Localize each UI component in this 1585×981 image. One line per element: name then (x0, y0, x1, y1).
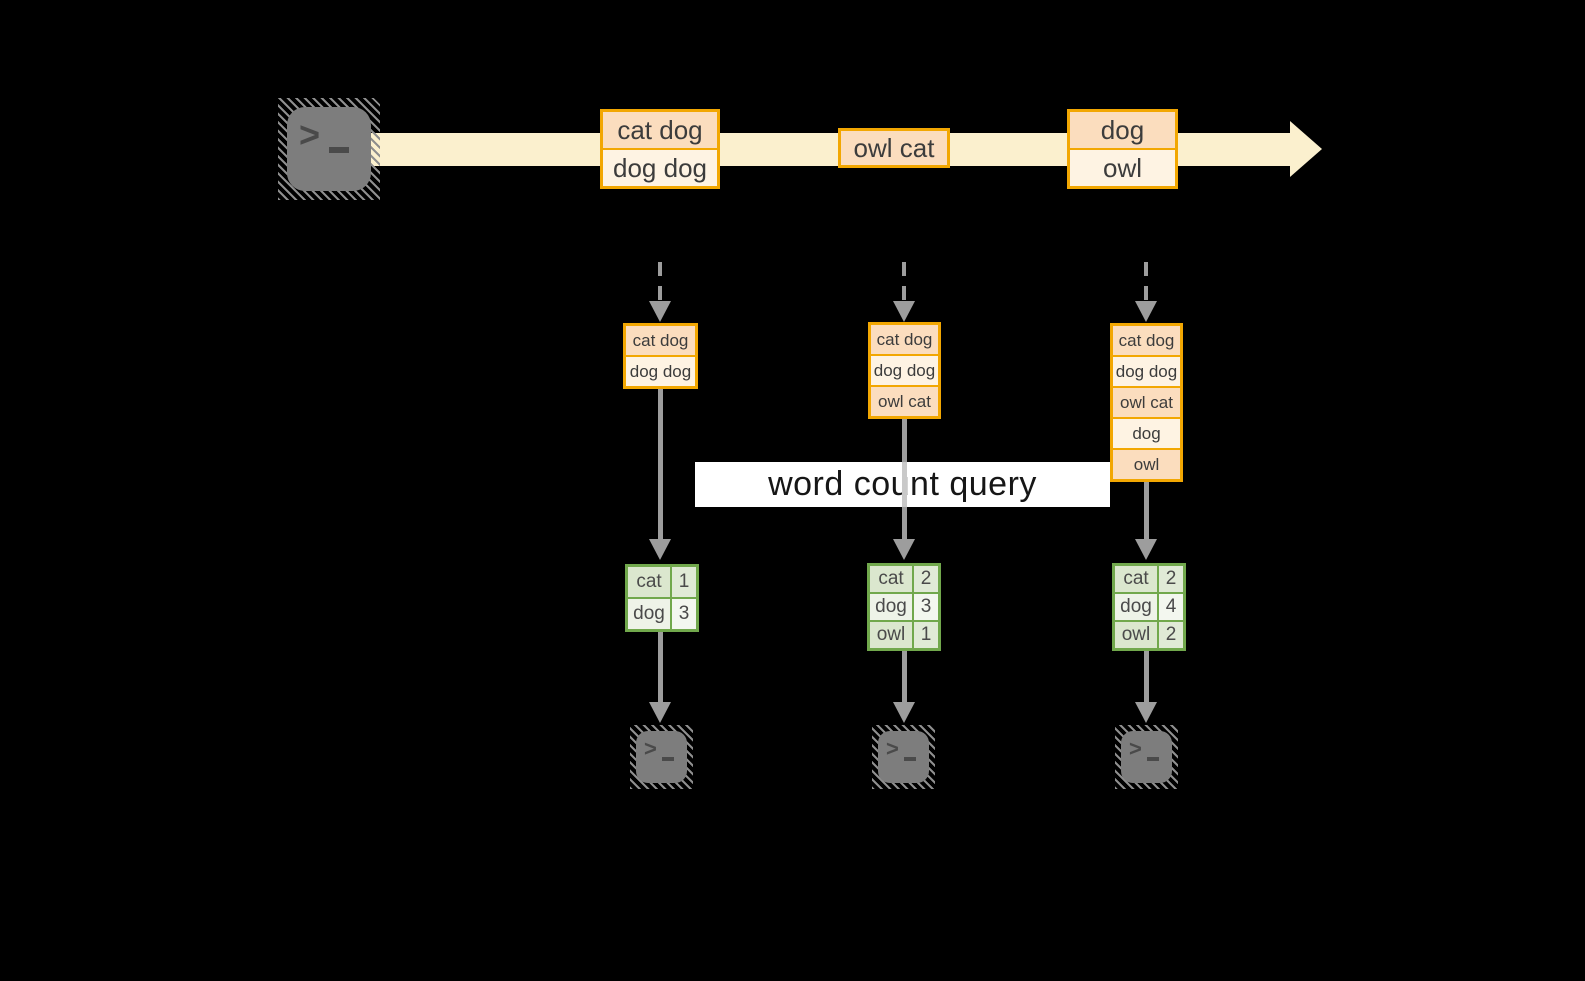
count-row: cat 1 (628, 567, 696, 597)
flow-arrow-head-icon (893, 702, 915, 723)
terminal-prompt-icon: > (1129, 736, 1142, 761)
dashed-arrow-line (902, 262, 906, 302)
count-value: 1 (912, 620, 938, 648)
count-row: cat 2 (870, 566, 938, 592)
dashed-arrow-line (1144, 262, 1148, 302)
stream-record-box-3: dog owl (1067, 109, 1178, 189)
flow-arrow-head-icon (649, 702, 671, 723)
count-row: owl 1 (870, 620, 938, 648)
snapshot-stack-3: cat dog dog dog owl cat dog owl (1110, 323, 1183, 482)
snapshot-cell: cat dog (1113, 326, 1180, 355)
terminal-body: > (636, 731, 687, 783)
count-value: 2 (1157, 566, 1183, 592)
count-word: dog (870, 592, 912, 620)
snapshot-cell: dog dog (1113, 355, 1180, 386)
flow-line (902, 651, 907, 702)
count-word: dog (1115, 592, 1157, 620)
snapshot-stack-1: cat dog dog dog (623, 323, 698, 389)
terminal-cursor-icon (1147, 757, 1159, 761)
flow-arrow-head-icon (649, 539, 671, 560)
count-table-3: cat 2 dog 4 owl 2 (1112, 563, 1186, 651)
count-value: 2 (1157, 620, 1183, 648)
dashed-arrow-head-icon (1135, 301, 1157, 322)
count-value: 4 (1157, 592, 1183, 620)
terminal-source-icon: > (278, 98, 380, 200)
count-table-2: cat 2 dog 3 owl 1 (867, 563, 941, 651)
terminal-cursor-icon (329, 147, 349, 153)
count-value: 3 (912, 592, 938, 620)
flow-line (1144, 651, 1149, 702)
terminal-body: > (1121, 731, 1172, 783)
count-row: dog 4 (1115, 592, 1183, 620)
dashed-arrow-head-icon (893, 301, 915, 322)
flow-line-through-banner (902, 462, 907, 507)
stream-record-cell: owl cat (841, 131, 947, 165)
stream-record-cell: dog dog (603, 148, 717, 186)
flow-arrow-head-icon (893, 539, 915, 560)
stream-record-box-1: cat dog dog dog (600, 109, 720, 189)
terminal-cursor-icon (904, 757, 916, 761)
count-row: owl 2 (1115, 620, 1183, 648)
terminal-consumer-2-icon: > (872, 725, 935, 789)
count-word: owl (1115, 620, 1157, 648)
count-word: owl (870, 620, 912, 648)
snapshot-cell: cat dog (626, 326, 695, 355)
stream-record-cell: owl (1070, 148, 1175, 186)
snapshot-cell: cat dog (871, 325, 938, 354)
stream-record-box-2: owl cat (838, 128, 950, 168)
snapshot-cell: owl cat (1113, 386, 1180, 417)
snapshot-cell: owl (1113, 448, 1180, 479)
flow-line (658, 632, 663, 702)
terminal-body: > (287, 107, 371, 191)
snapshot-cell: owl cat (871, 385, 938, 416)
dashed-arrow-line (658, 262, 662, 302)
flow-line (658, 389, 663, 539)
count-row: cat 2 (1115, 566, 1183, 592)
count-word: cat (628, 567, 670, 597)
terminal-consumer-3-icon: > (1115, 725, 1178, 789)
count-value: 3 (670, 597, 696, 629)
snapshot-cell: dog (1113, 417, 1180, 448)
count-table-1: cat 1 dog 3 (625, 564, 699, 632)
terminal-body: > (878, 731, 929, 783)
count-word: dog (628, 597, 670, 629)
count-row: dog 3 (870, 592, 938, 620)
flow-arrow-head-icon (1135, 702, 1157, 723)
count-word: cat (1115, 566, 1157, 592)
snapshot-cell: dog dog (626, 355, 695, 386)
terminal-cursor-icon (662, 757, 674, 761)
flow-arrow-head-icon (1135, 539, 1157, 560)
count-row: dog 3 (628, 597, 696, 629)
stream-record-cell: dog (1070, 112, 1175, 148)
count-word: cat (870, 566, 912, 592)
stream-arrowhead-icon (1290, 121, 1322, 177)
terminal-prompt-icon: > (299, 114, 321, 155)
dashed-arrow-head-icon (649, 301, 671, 322)
terminal-consumer-1-icon: > (630, 725, 693, 789)
snapshot-cell: dog dog (871, 354, 938, 385)
count-value: 1 (670, 567, 696, 597)
terminal-prompt-icon: > (886, 736, 899, 761)
terminal-prompt-icon: > (644, 736, 657, 761)
stream-record-cell: cat dog (603, 112, 717, 148)
flow-line (1144, 480, 1149, 539)
count-value: 2 (912, 566, 938, 592)
snapshot-stack-2: cat dog dog dog owl cat (868, 322, 941, 419)
